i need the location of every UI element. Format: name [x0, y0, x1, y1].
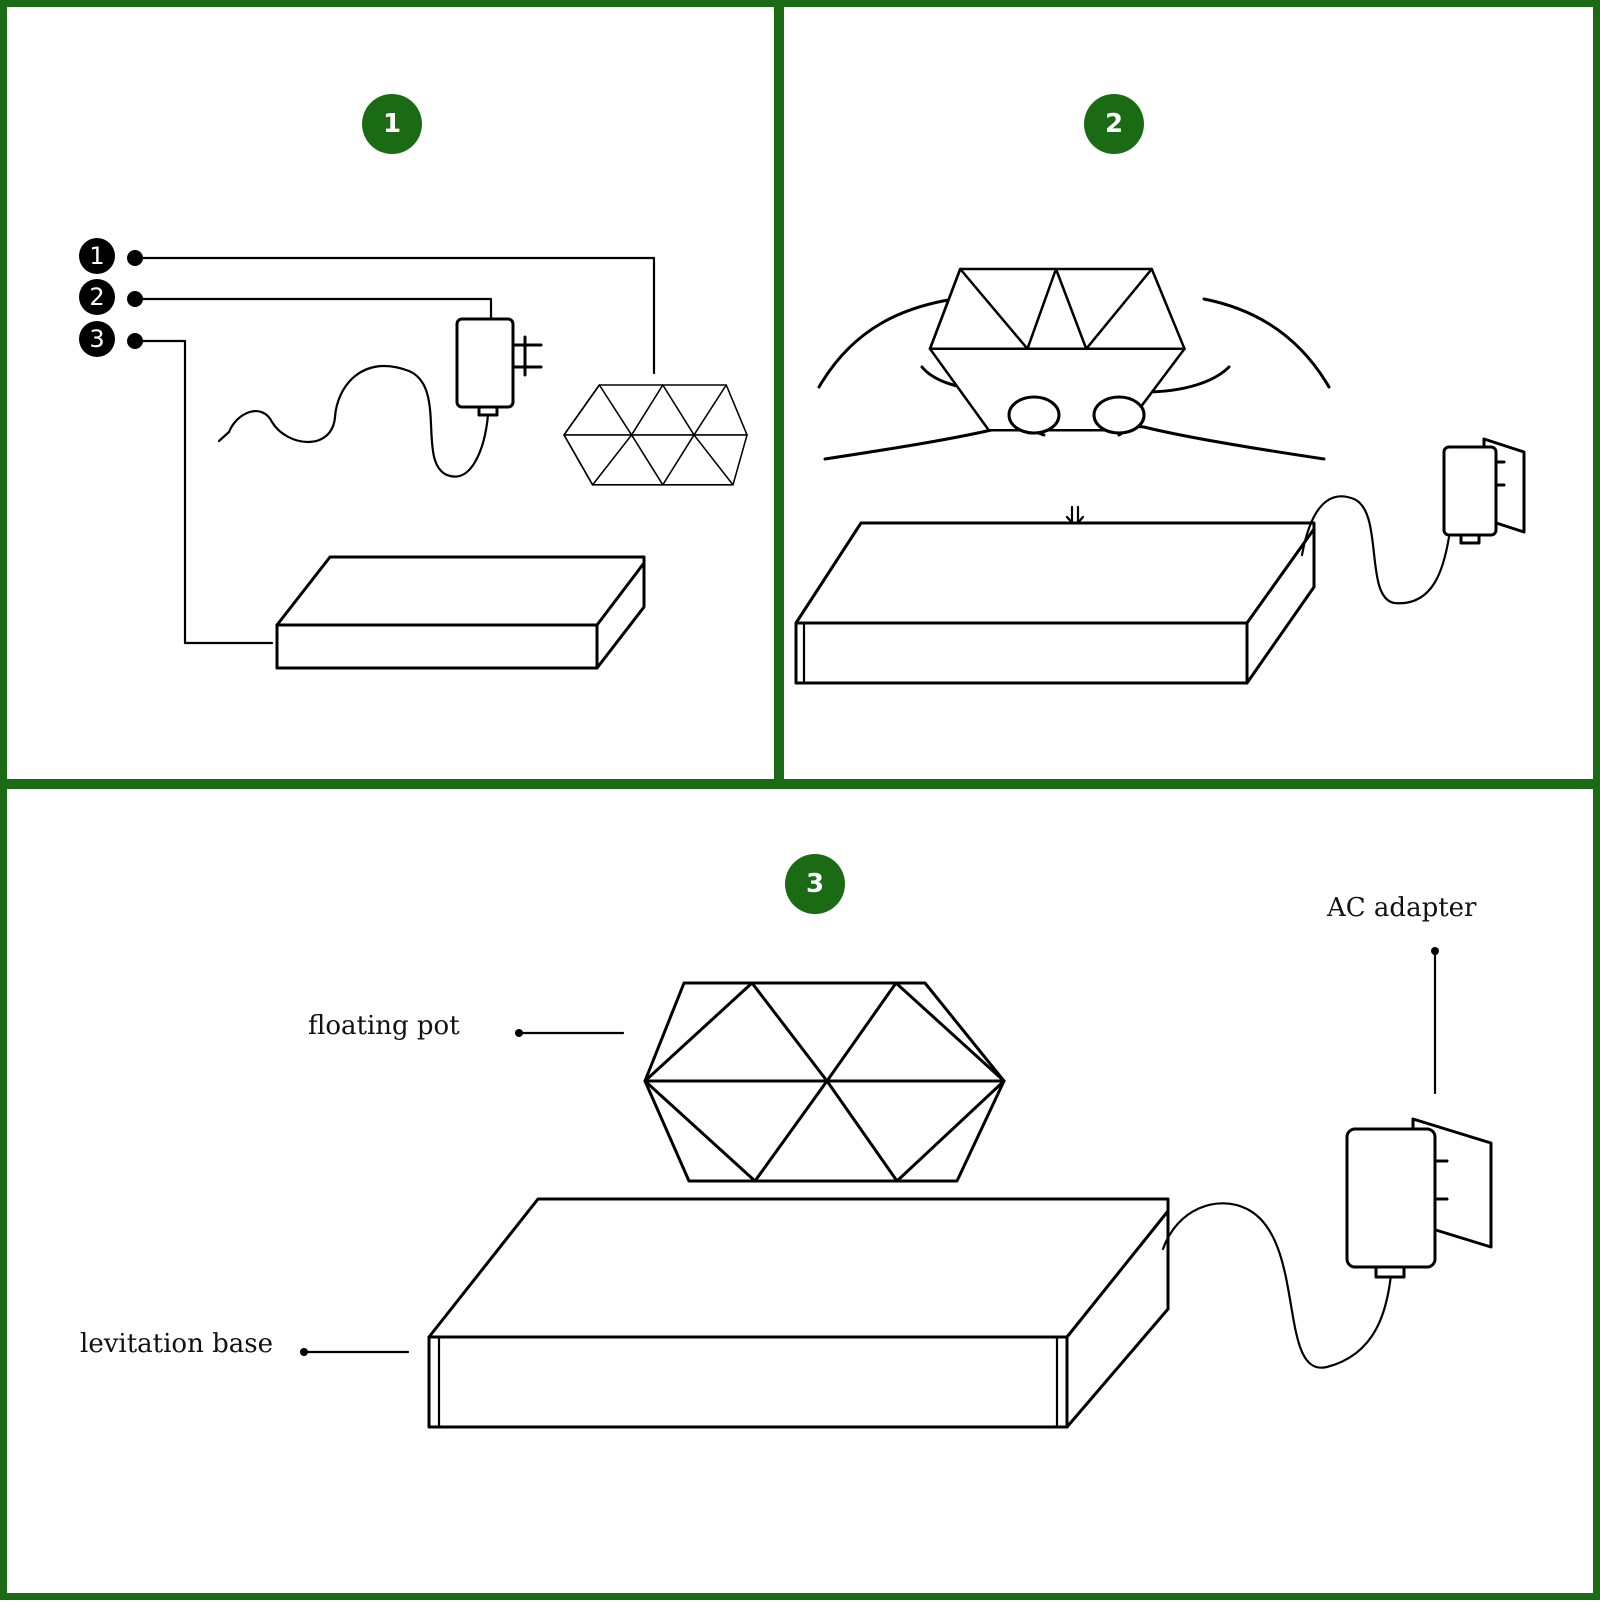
levitation-base-drawing — [427, 1197, 1170, 1429]
step-3-panel: 3 floating pot levitation base AC adapte… — [0, 782, 1600, 1600]
step-1-panel: 1 1 2 3 — [0, 0, 781, 786]
key-leader-lines — [127, 250, 656, 645]
levitation-base-drawing — [275, 555, 646, 670]
key-badge-1: 1 — [79, 238, 115, 274]
floating-pot-label: floating pot — [308, 1011, 460, 1041]
ac-adapter-drawing — [217, 317, 543, 478]
step-2-panel: 2 — [777, 0, 1600, 786]
step-3-illustration — [300, 947, 1493, 1429]
floating-pot-drawing — [643, 981, 1006, 1183]
floating-pot-drawing — [563, 384, 748, 486]
key-badge-3: 3 — [79, 321, 115, 357]
step-2-badge: 2 — [1084, 94, 1144, 154]
levitation-base-drawing — [794, 521, 1316, 685]
ac-adapter-drawing — [1161, 1117, 1493, 1369]
callout-lines — [300, 947, 1439, 1356]
floating-pot-drawing — [928, 267, 1186, 432]
step-1-illustration — [127, 250, 748, 670]
step-2-illustration — [794, 267, 1526, 685]
ac-adapter-label: AC adapter — [1327, 893, 1477, 923]
step-3-badge: 3 — [785, 854, 845, 914]
step-1-badge: 1 — [362, 94, 422, 154]
ac-adapter-drawing — [1300, 437, 1526, 605]
key-badge-2: 2 — [79, 279, 115, 315]
levitation-base-label: levitation base — [80, 1329, 273, 1359]
